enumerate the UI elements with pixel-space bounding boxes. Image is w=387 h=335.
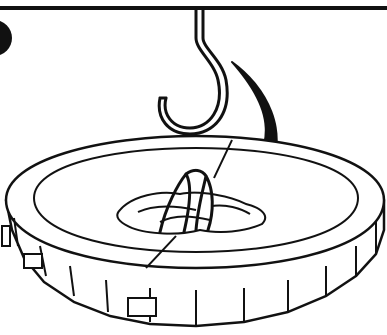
top-rule-line <box>0 6 387 10</box>
ceiling-hook <box>159 10 227 134</box>
side-strap-left <box>2 226 10 246</box>
side-handle-left <box>24 254 42 268</box>
step-badge <box>0 20 12 56</box>
side-handle-front <box>128 298 156 316</box>
